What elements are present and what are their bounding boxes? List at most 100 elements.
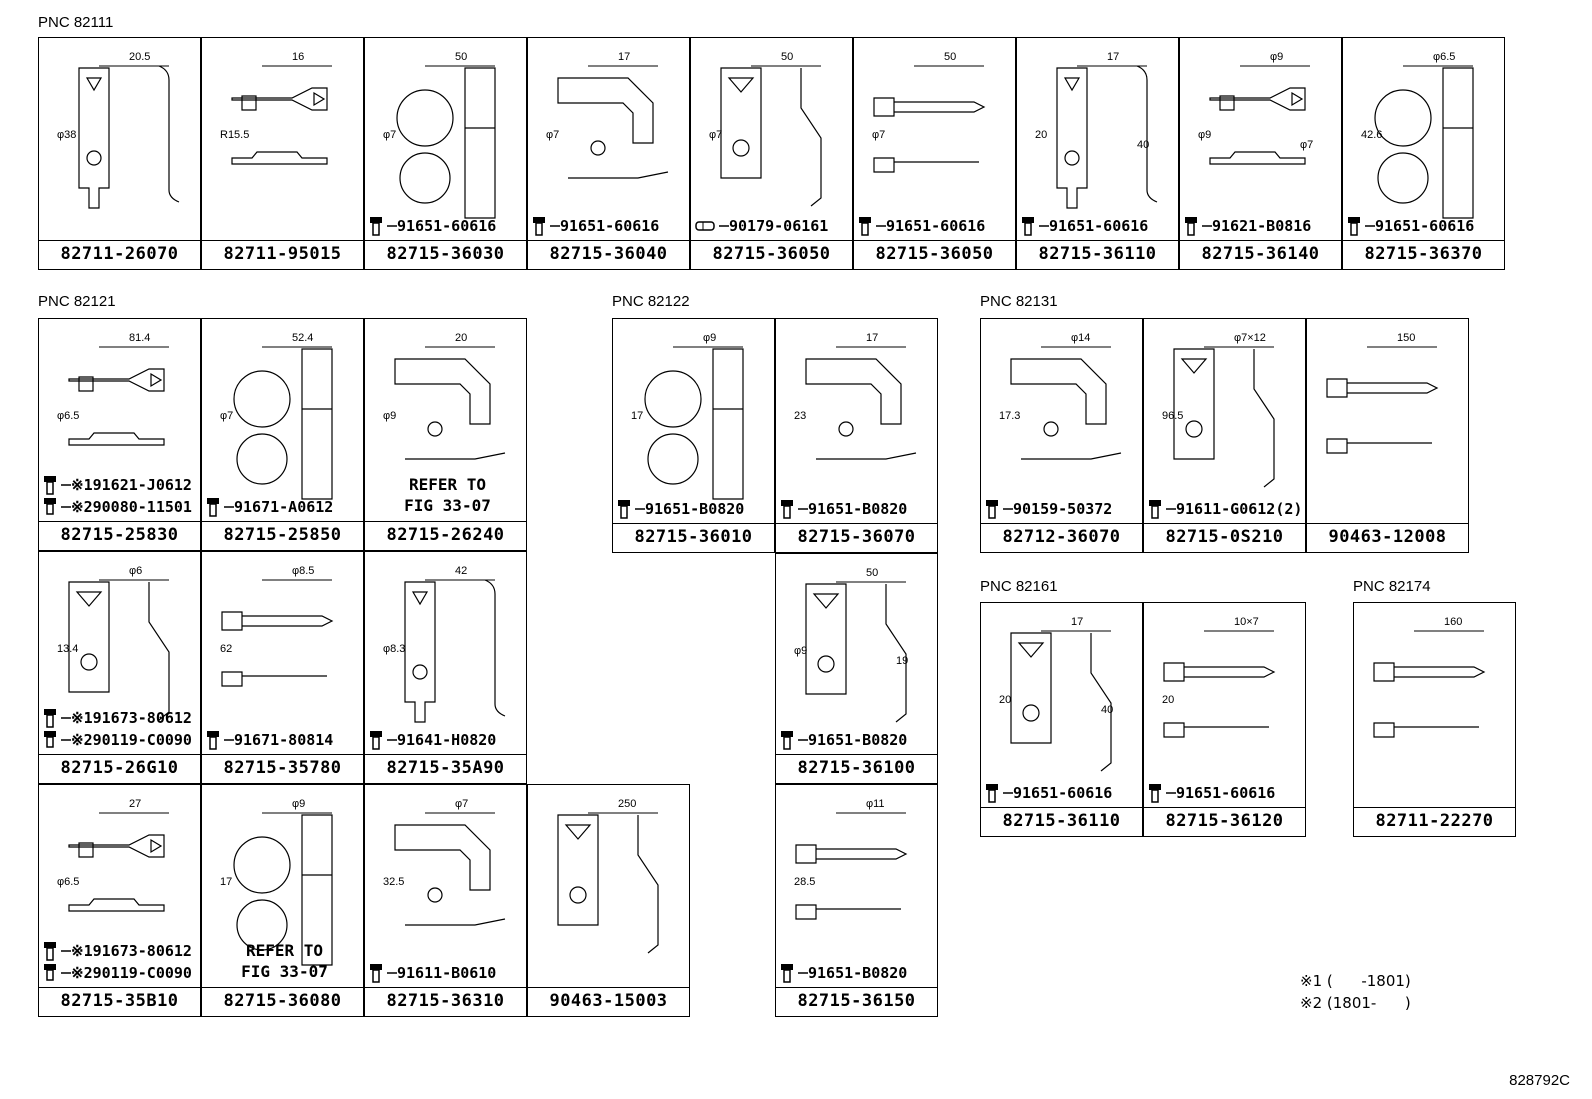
pnc-label: PNC 82174 [1353,578,1431,595]
bolt-icon [781,964,793,983]
pnc-label: PNC 82161 [980,578,1058,595]
dimension-label: 42.6 [1361,129,1382,141]
bolt-icon [859,217,871,236]
bolt-icon [370,217,382,236]
nut-icon [695,221,715,231]
leader-line [61,950,71,952]
fastener-part-number: 91651-60616 [1375,217,1475,235]
bolt-icon [370,964,382,983]
leader-line [387,739,397,741]
part-number: 82715-36110 [1017,240,1178,269]
fastener-row: 91651-B0820 [617,498,772,520]
part-drawing: φ9 17 [631,332,776,494]
dimension-label: 13.4 [57,643,78,655]
bolt-icon [44,964,56,981]
refer-line: REFER TO [408,475,487,494]
bolt-icon [44,476,56,495]
footnotes: ※1 ( -1801)※2 (1801- ) [1300,970,1411,1014]
dimension-label: 17 [631,410,643,422]
part-drawing: 250 [528,798,691,958]
dimension-label: 20 [1035,129,1047,141]
dimension-label: φ7 [383,129,396,141]
fastener-row: 91651-60616 [532,215,687,237]
fastener-part-number: 91671-A0612 [234,498,334,516]
dimension-label: 40 [1101,704,1113,716]
dimension-label: φ8.3 [383,643,405,655]
fastener-list: 91651-60616 [1347,215,1502,237]
leader-line [635,508,645,510]
dimension-label: 20 [1162,694,1174,706]
part-number: 82715-25850 [202,521,363,550]
part-number: 82715-35A90 [365,754,526,783]
part-drawing: 81.4φ6.5 [57,332,202,492]
fastener-list: ※191673-80612 ※290119-C0090 [43,940,198,984]
part-illustration [1210,88,1305,164]
fastener-part-number: ※191673-80612 [71,942,192,960]
dimension-label: 250 [618,798,636,810]
dimension-label: φ38 [57,129,76,141]
pnc-label: PNC 82122 [612,293,690,310]
part-number: 82712-36070 [981,523,1142,552]
fastener-part-number: 91651-B0820 [645,500,745,518]
dimension-label: φ9 [1198,129,1211,141]
fastener-row: 91651-60616 [985,782,1140,804]
part-number: 82715-36100 [776,754,937,783]
fastener-part-number: ※191673-80612 [71,709,192,727]
part-illustration [645,349,743,499]
dimension-label: 50 [781,51,793,63]
dimension-label: φ9 [703,332,716,344]
bolt-icon [1185,217,1197,236]
dimension-label: 17 [618,51,630,63]
part-number: 82715-0S210 [1144,523,1305,552]
pnc-label: PNC 82111 [38,14,114,31]
part-number: 82715-26G10 [39,754,200,783]
part-drawing: φ6.542.6 [1361,51,1506,211]
part-number: 82715-36070 [776,523,937,552]
dimension-label: φ9 [794,645,807,657]
fastener-part-number: 91611-G0612(2) [1176,500,1303,518]
leader-line [1039,225,1049,227]
part-illustration [1011,633,1111,771]
fastener-part-number: 90159-50372 [1013,500,1113,518]
fastener-row: 91671-A0612 [206,496,361,518]
part-number: 82715-36110 [981,807,1142,836]
fastener-part-number: ※290119-C0090 [71,964,192,982]
fastener-part-number: ※191621-J0612 [71,476,192,494]
fastener-row: 91651-60616 [369,215,524,237]
dimension-label: 150 [1397,332,1415,344]
dimension-label: 50 [866,567,878,579]
fastener-row: ※191673-80612 [43,707,198,729]
part-illustration [1164,663,1274,737]
fastener-row: 91611-B0610 [369,962,524,984]
fastener-list: 91651-B0820 [617,498,772,520]
dimension-label: 10×7 [1234,616,1259,628]
fastener-part-number: 91651-60616 [1013,784,1113,802]
fastener-part-number: 91611-B0610 [397,964,497,982]
fastener-part-number: 91651-60616 [397,217,497,235]
dimension-label: 96.5 [1162,410,1183,422]
fastener-list: 91651-B0820 [780,729,935,751]
dimension-label: φ7×12 [1234,332,1266,344]
figure-code: 828792C [1509,1072,1570,1089]
part-illustration [1327,379,1437,453]
fastener-part-number: ※290119-C0090 [71,731,192,749]
part-number: 90463-12008 [1307,523,1468,552]
part-illustration [721,68,821,206]
part-number: 82715-36050 [691,240,852,269]
dimension-label: 50 [944,51,956,63]
part-number: 82715-36040 [528,240,689,269]
part-illustration [1374,663,1484,737]
